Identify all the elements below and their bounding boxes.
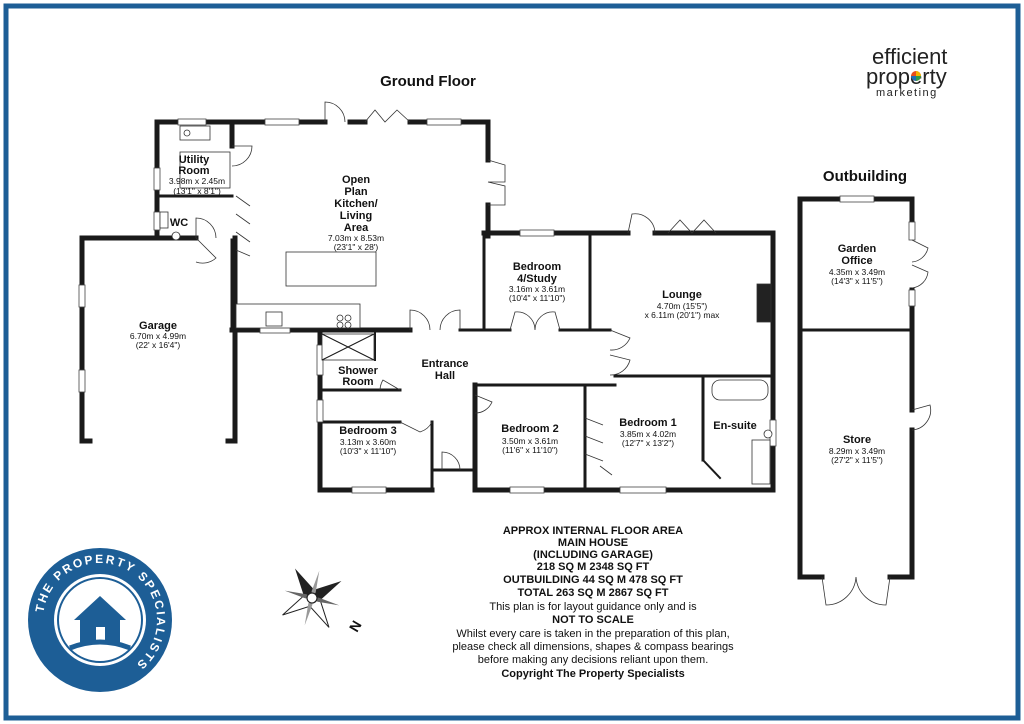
svg-text:(11'6" x 11'10"): (11'6" x 11'10") [502,445,558,455]
svg-text:(13'1" x 8'1"): (13'1" x 8'1") [173,186,221,196]
room-bedroom-2: Bedroom 2 3.50m x 3.61m (11'6" x 11'10") [501,423,558,455]
svg-text:Plan: Plan [344,186,368,198]
room-bedroom-1: Bedroom 1 3.85m x 4.02m (12'7" x 13'2") [619,417,676,448]
svg-text:Office: Office [841,255,872,267]
doors [195,101,717,476]
svg-text:(23'1" x 28'): (23'1" x 28') [334,242,379,252]
svg-text:Bedroom: Bedroom [513,261,562,273]
room-entrance-hall: Entrance Hall [421,358,468,382]
svg-text:(14'3" x 11'5"): (14'3" x 11'5") [831,276,883,286]
svg-text:Shower: Shower [338,365,378,377]
svg-text:Living: Living [340,210,372,222]
room-lounge: Lounge 4.70m (15'5") x 6.11m (20'1") max [645,289,721,320]
room-ensuite: En-suite [713,420,756,432]
svg-text:7.03m x 8.53m: 7.03m x 8.53m [328,233,384,243]
svg-text:Store: Store [843,434,871,446]
room-garden-office: Garden Office 4.35m x 3.49m (14'3" x 11'… [829,243,885,286]
brand-line-2: property [866,64,947,89]
room-garage: Garage 6.70m x 4.99m (22' x 16'4") [130,320,186,350]
svg-text:Bedroom 3: Bedroom 3 [339,425,396,437]
room-bedroom-4-study: Bedroom 4/Study 3.16m x 3.61m (10'4" x 1… [509,261,566,303]
compass-rose-icon [282,568,342,628]
compass-north-label: N [346,618,365,635]
svg-text:Utility: Utility [179,154,210,166]
svg-text:Hall: Hall [435,370,455,382]
svg-text:APPROX INTERNAL FLOOR AREA: APPROX INTERNAL FLOOR AREA [503,525,683,537]
svg-text:Garden: Garden [838,243,877,255]
svg-text:Area: Area [344,222,369,234]
svg-text:(INCLUDING GARAGE): (INCLUDING GARAGE) [533,549,653,561]
house-icon [69,596,131,651]
svg-text:Bedroom 2: Bedroom 2 [501,423,558,435]
svg-text:Room: Room [342,376,373,388]
svg-text:(22' x 16'4"): (22' x 16'4") [136,340,181,350]
svg-text:please check all dimensions, s: please check all dimensions, shapes & co… [452,641,734,653]
svg-text:OUTBUILDING 44 SQ M 478 SQ FT: OUTBUILDING 44 SQ M 478 SQ FT [503,574,683,586]
svg-text:3.16m x 3.61m: 3.16m x 3.61m [509,284,565,294]
page-frame [3,3,1021,721]
svg-text:NOT TO SCALE: NOT TO SCALE [552,614,634,626]
room-shower: Shower Room [338,365,378,388]
room-wc: WC [170,217,188,229]
svg-text:3.85m x 4.02m: 3.85m x 4.02m [620,429,676,439]
svg-text:before making any decisions re: before making any decisions reliant upon… [478,654,709,666]
room-utility: Utility Room 3.98m x 2.45m (13'1" x 8'1"… [169,154,225,196]
svg-text:8.29m x 3.49m: 8.29m x 3.49m [829,446,885,456]
svg-text:This plan is for layout guidan: This plan is for layout guidance only an… [489,601,697,613]
fixtures [159,125,773,485]
svg-text:MAIN HOUSE: MAIN HOUSE [558,537,628,549]
svg-text:(12'7" x 13'2"): (12'7" x 13'2") [622,438,674,448]
svg-text:4/Study: 4/Study [517,273,558,285]
svg-text:Bedroom 1: Bedroom 1 [619,417,676,429]
room-bedroom-3: Bedroom 3 3.13m x 3.60m (10'3" x 11'10") [339,425,396,456]
svg-text:(27'2" x 11'5"): (27'2" x 11'5") [831,455,883,465]
brand-logo: efficient property marketing [866,44,947,99]
svg-text:(10'3" x 11'10"): (10'3" x 11'10") [340,446,397,456]
svg-text:218 SQ M 2348 SQ FT: 218 SQ M 2348 SQ FT [537,561,650,573]
brand-line-3: marketing [876,87,938,99]
svg-text:Room: Room [178,165,209,177]
svg-text:3.13m x 3.60m: 3.13m x 3.60m [340,437,396,447]
svg-text:Kitchen/: Kitchen/ [334,198,377,210]
svg-text:x 6.11m (20'1") max: x 6.11m (20'1") max [645,310,721,320]
svg-text:WC: WC [170,217,188,229]
svg-text:Copyright The Property Special: Copyright The Property Specialists [501,668,684,680]
room-kitchen: Open Plan Kitchen/ Living Area 7.03m x 8… [328,174,384,252]
kitchen-island [285,251,377,287]
svg-text:Entrance: Entrance [421,358,468,370]
outbuilding-walls [797,195,931,606]
svg-text:4.35m x 3.49m: 4.35m x 3.49m [829,267,885,277]
svg-text:6.70m x 4.99m: 6.70m x 4.99m [130,331,186,341]
svg-text:Lounge: Lounge [662,289,702,301]
windows [78,118,777,494]
svg-text:3.98m x 2.45m: 3.98m x 2.45m [169,176,225,186]
brand-color-wheel-icon [911,71,921,81]
room-store: Store 8.29m x 3.49m (27'2" x 11'5") [829,434,885,465]
brand-line-1: efficient [872,44,947,69]
company-badge: THE PROPERTY SPECIALISTS [28,548,172,692]
svg-text:3.50m x 3.61m: 3.50m x 3.61m [502,436,558,446]
svg-text:Garage: Garage [139,320,177,332]
svg-text:TOTAL 263 SQ M 2867 SQ FT: TOTAL 263 SQ M 2867 SQ FT [518,587,669,599]
ground-floor-heading: Ground Floor [380,73,476,90]
svg-text:En-suite: En-suite [713,420,756,432]
svg-text:Whilst every care is taken in: Whilst every care is taken in the prepar… [456,628,729,640]
svg-text:Open: Open [342,174,370,186]
svg-text:(10'4" x 11'10"): (10'4" x 11'10") [509,293,566,303]
area-note: APPROX INTERNAL FLOOR AREA MAIN HOUSE (I… [452,525,734,680]
svg-text:4.70m (15'5"): 4.70m (15'5") [657,301,708,311]
outbuilding-heading: Outbuilding [823,168,907,185]
